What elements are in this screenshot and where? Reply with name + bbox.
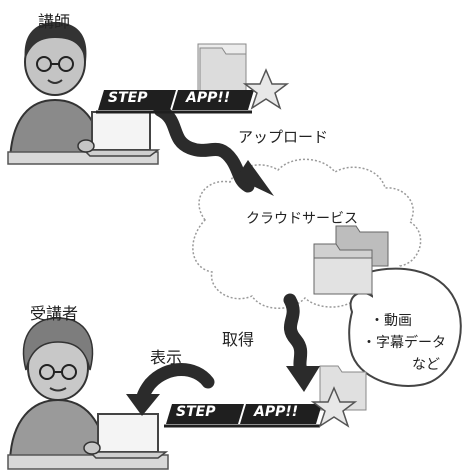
app-logo-bottom-left-text: STEP (176, 404, 216, 420)
app-logo-bottom-right-text: APP!! (254, 404, 299, 420)
student-label: 受講者 (30, 304, 79, 323)
upload-label: アップロード (238, 128, 329, 146)
instructor-label: 講師 (38, 12, 71, 31)
upload-arrow (153, 103, 274, 196)
speech-bubble (348, 267, 462, 387)
instructor-illustration (7, 22, 161, 165)
folder-icon-cloud (313, 225, 389, 295)
acquire-label: 取得 (222, 330, 255, 349)
cloud-service-label: クラウドサービス (246, 211, 358, 227)
app-logo-top-left-text: STEP (108, 90, 148, 106)
display-arrow (126, 363, 215, 416)
display-label: 表示 (150, 348, 183, 367)
app-logo-top-right-text: APP!! (186, 90, 231, 106)
student-illustration (7, 317, 169, 470)
bubble-item-video: ・動画 (370, 313, 412, 329)
bubble-item-subtitle-data: ・字幕データ (362, 335, 446, 351)
app-logo-top (96, 68, 290, 114)
bubble-item-etc: など (412, 357, 440, 373)
acquire-arrow (283, 293, 320, 392)
app-logo-bottom (164, 386, 358, 428)
